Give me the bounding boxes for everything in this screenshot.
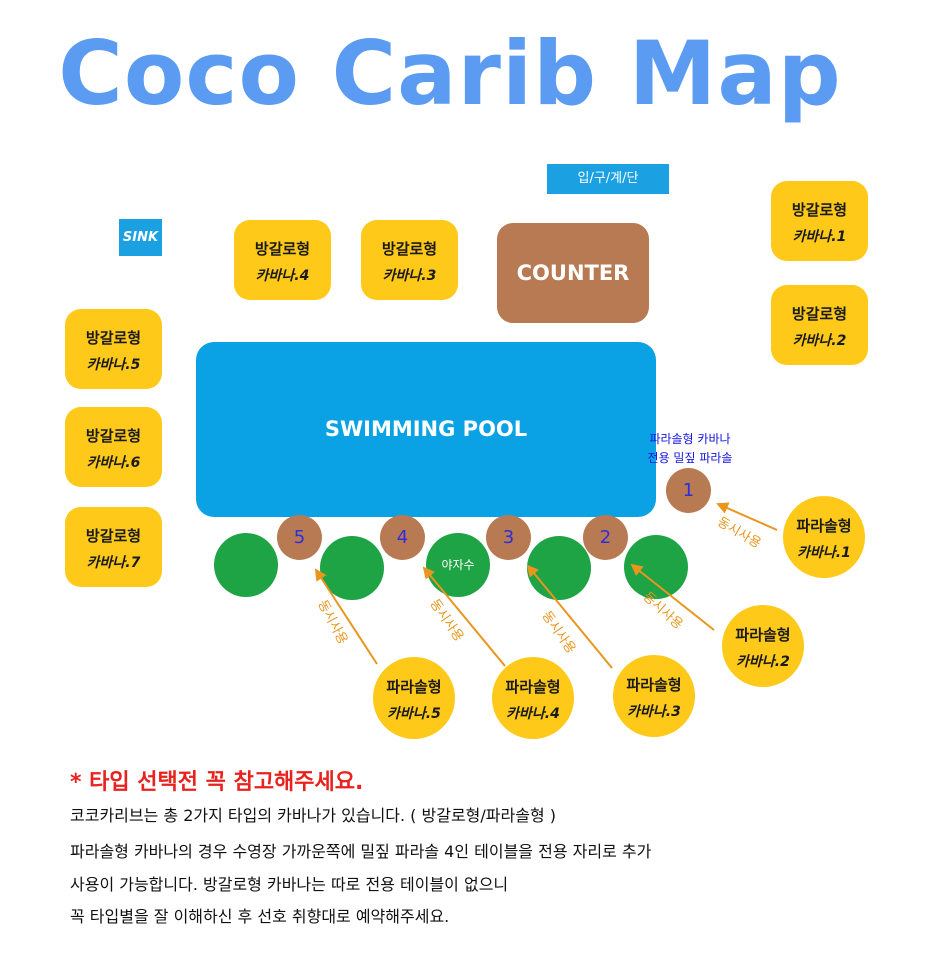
- notice-line: 파라솔형 카바나의 경우 수영장 가까운쪽에 밀짚 파라솔 4인 테이블을 전용…: [70, 842, 652, 861]
- parasol-type-label: 파라솔형: [505, 678, 561, 696]
- umbrella-note-line: 파라솔형 카바나: [649, 432, 731, 446]
- parasol-number: 카바나.2: [736, 654, 790, 670]
- palm-tree: 야자수: [426, 533, 490, 597]
- arrow-line: [422, 566, 506, 667]
- straw-umbrella-4[interactable]: 4: [380, 515, 425, 560]
- straw-umbrella-3[interactable]: 3: [486, 515, 531, 560]
- bungalow-number: 카바나.3: [382, 268, 437, 284]
- bungalow-number: 카바나.2: [792, 333, 847, 349]
- tree: [214, 533, 278, 597]
- notice-line: 사용이 가능합니다. 방갈로형 카바나는 따로 전용 테이블이 없으니: [70, 875, 509, 894]
- parasol-number: 카바나.4: [506, 706, 560, 722]
- parasol-type-label: 파라솔형: [796, 517, 852, 535]
- counter: COUNTER: [497, 223, 649, 323]
- arrow-line: [716, 502, 778, 531]
- parasol-type-label: 파라솔형: [386, 678, 442, 696]
- bungalow-type-label: 방갈로형: [381, 240, 438, 258]
- notice-heading: * 타입 선택전 꼭 참고해주세요.: [70, 770, 364, 795]
- bungalow-cabana-3[interactable]: 방갈로형 카바나.3: [361, 220, 458, 300]
- bungalow-number: 카바나.5: [86, 357, 141, 373]
- notice-line: 코코카리브는 총 2가지 타입의 카바나가 있습니다. ( 방갈로형/파라솔형 …: [70, 806, 556, 825]
- umbrella-note: 파라솔형 카바나 전용 밀짚 파라솔: [630, 430, 750, 468]
- straw-umbrella-1[interactable]: 1: [666, 468, 711, 513]
- parasol-type-label: 파라솔형: [626, 676, 682, 694]
- parasol-number: 카바나.5: [387, 706, 441, 722]
- bungalow-number: 카바나.6: [86, 455, 141, 471]
- bungalow-cabana-4[interactable]: 방갈로형 카바나.4: [234, 220, 331, 300]
- parasol-cabana-5[interactable]: 파라솔형 카바나.5: [373, 657, 455, 739]
- parasol-cabana-2[interactable]: 파라솔형 카바나.2: [722, 605, 804, 687]
- bungalow-cabana-5[interactable]: 방갈로형 카바나.5: [65, 309, 162, 389]
- bungalow-number: 카바나.4: [255, 268, 310, 284]
- parasol-number: 카바나.3: [627, 704, 681, 720]
- arrow-line: [314, 568, 378, 665]
- arrow-line: [630, 563, 715, 631]
- map-title: Coco Carib Map: [58, 22, 842, 125]
- parasol-type-label: 파라솔형: [735, 626, 791, 644]
- straw-umbrella-5[interactable]: 5: [277, 515, 322, 560]
- tree: [320, 536, 384, 600]
- bungalow-cabana-1[interactable]: 방갈로형 카바나.1: [771, 181, 868, 261]
- notice-line: 꼭 타입별을 잘 이해하신 후 선호 취향대로 예약해주세요.: [70, 907, 450, 926]
- entrance-stairs: 입/구/계/단: [547, 164, 669, 194]
- bungalow-cabana-2[interactable]: 방갈로형 카바나.2: [771, 285, 868, 365]
- umbrella-note-line: 전용 밀짚 파라솔: [647, 451, 733, 465]
- straw-umbrella-2[interactable]: 2: [583, 515, 628, 560]
- bungalow-number: 카바나.7: [86, 555, 141, 571]
- bungalow-type-label: 방갈로형: [85, 527, 142, 545]
- bungalow-number: 카바나.1: [792, 229, 847, 245]
- bungalow-cabana-6[interactable]: 방갈로형 카바나.6: [65, 407, 162, 487]
- bungalow-cabana-7[interactable]: 방갈로형 카바나.7: [65, 507, 162, 587]
- parasol-cabana-3[interactable]: 파라솔형 카바나.3: [613, 655, 695, 737]
- bungalow-type-label: 방갈로형: [85, 427, 142, 445]
- swimming-pool: SWIMMING POOL: [196, 342, 656, 517]
- sink: SINK: [119, 219, 162, 256]
- parasol-cabana-4[interactable]: 파라솔형 카바나.4: [492, 657, 574, 739]
- parasol-cabana-1[interactable]: 파라솔형 카바나.1: [783, 496, 865, 578]
- parasol-number: 카바나.1: [797, 545, 851, 561]
- bungalow-type-label: 방갈로형: [791, 201, 848, 219]
- bungalow-type-label: 방갈로형: [791, 305, 848, 323]
- arrow-line: [526, 564, 613, 669]
- bungalow-type-label: 방갈로형: [85, 329, 142, 347]
- bungalow-type-label: 방갈로형: [254, 240, 311, 258]
